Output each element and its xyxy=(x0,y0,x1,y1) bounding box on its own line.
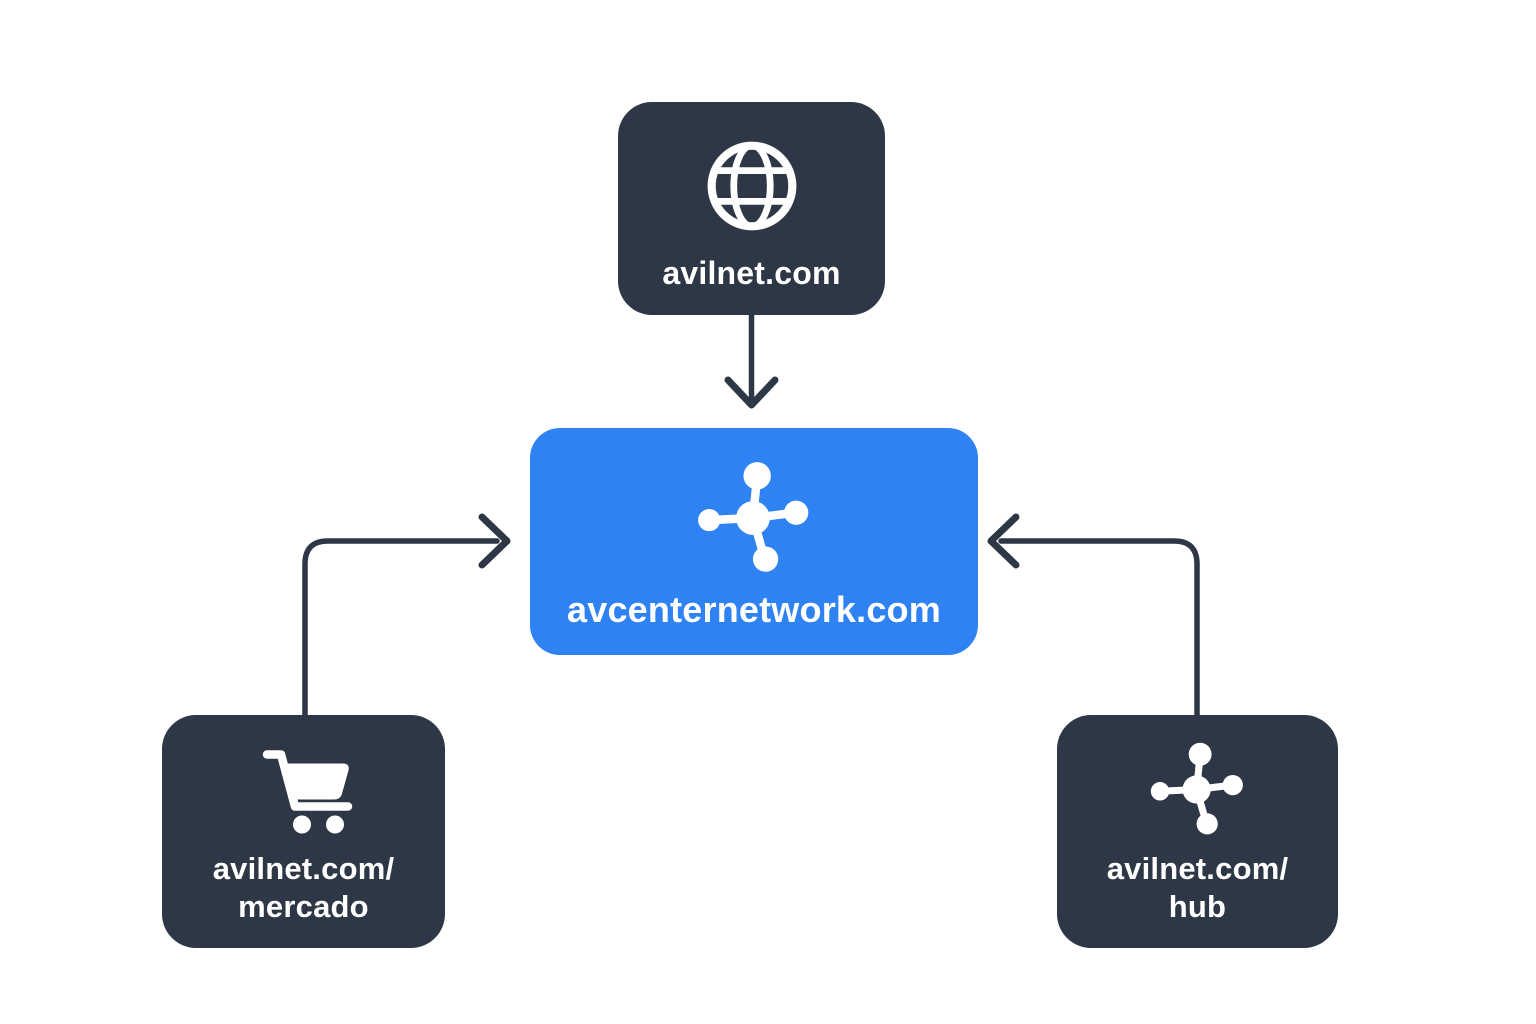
network-hub-icon xyxy=(698,462,809,572)
node-label-line1: avilnet.com/ xyxy=(212,851,395,886)
node-label-avcenternetwork-com: avcenternetwork.com xyxy=(567,589,941,630)
node-avilnet-com: avilnet.com xyxy=(618,102,885,315)
globe-icon xyxy=(707,141,796,231)
node-label-line2: mercado xyxy=(238,888,369,924)
arrow-source-to-center xyxy=(724,309,779,409)
node-avilnet-com-mercado: avilnet.com/ mercado xyxy=(162,715,445,948)
node-label-avilnet-com-mercado: avilnet.com/ mercado xyxy=(213,850,395,926)
arrow-hub-to-center xyxy=(987,513,1200,721)
network-hub-icon xyxy=(1150,742,1243,835)
node-label-line2: hub xyxy=(1168,888,1227,924)
shopping-cart-icon xyxy=(262,750,352,834)
arrow-mercado-to-center xyxy=(302,513,511,721)
node-label-line1: avilnet.com/ xyxy=(1106,851,1289,886)
node-avilnet-com-hub: avilnet.com/ hub xyxy=(1057,715,1338,948)
node-label-avilnet-com-hub: avilnet.com/ hub xyxy=(1107,850,1289,926)
node-label-avilnet-com: avilnet.com xyxy=(662,255,841,291)
node-avcenternetwork-com: avcenternetwork.com xyxy=(530,428,978,655)
